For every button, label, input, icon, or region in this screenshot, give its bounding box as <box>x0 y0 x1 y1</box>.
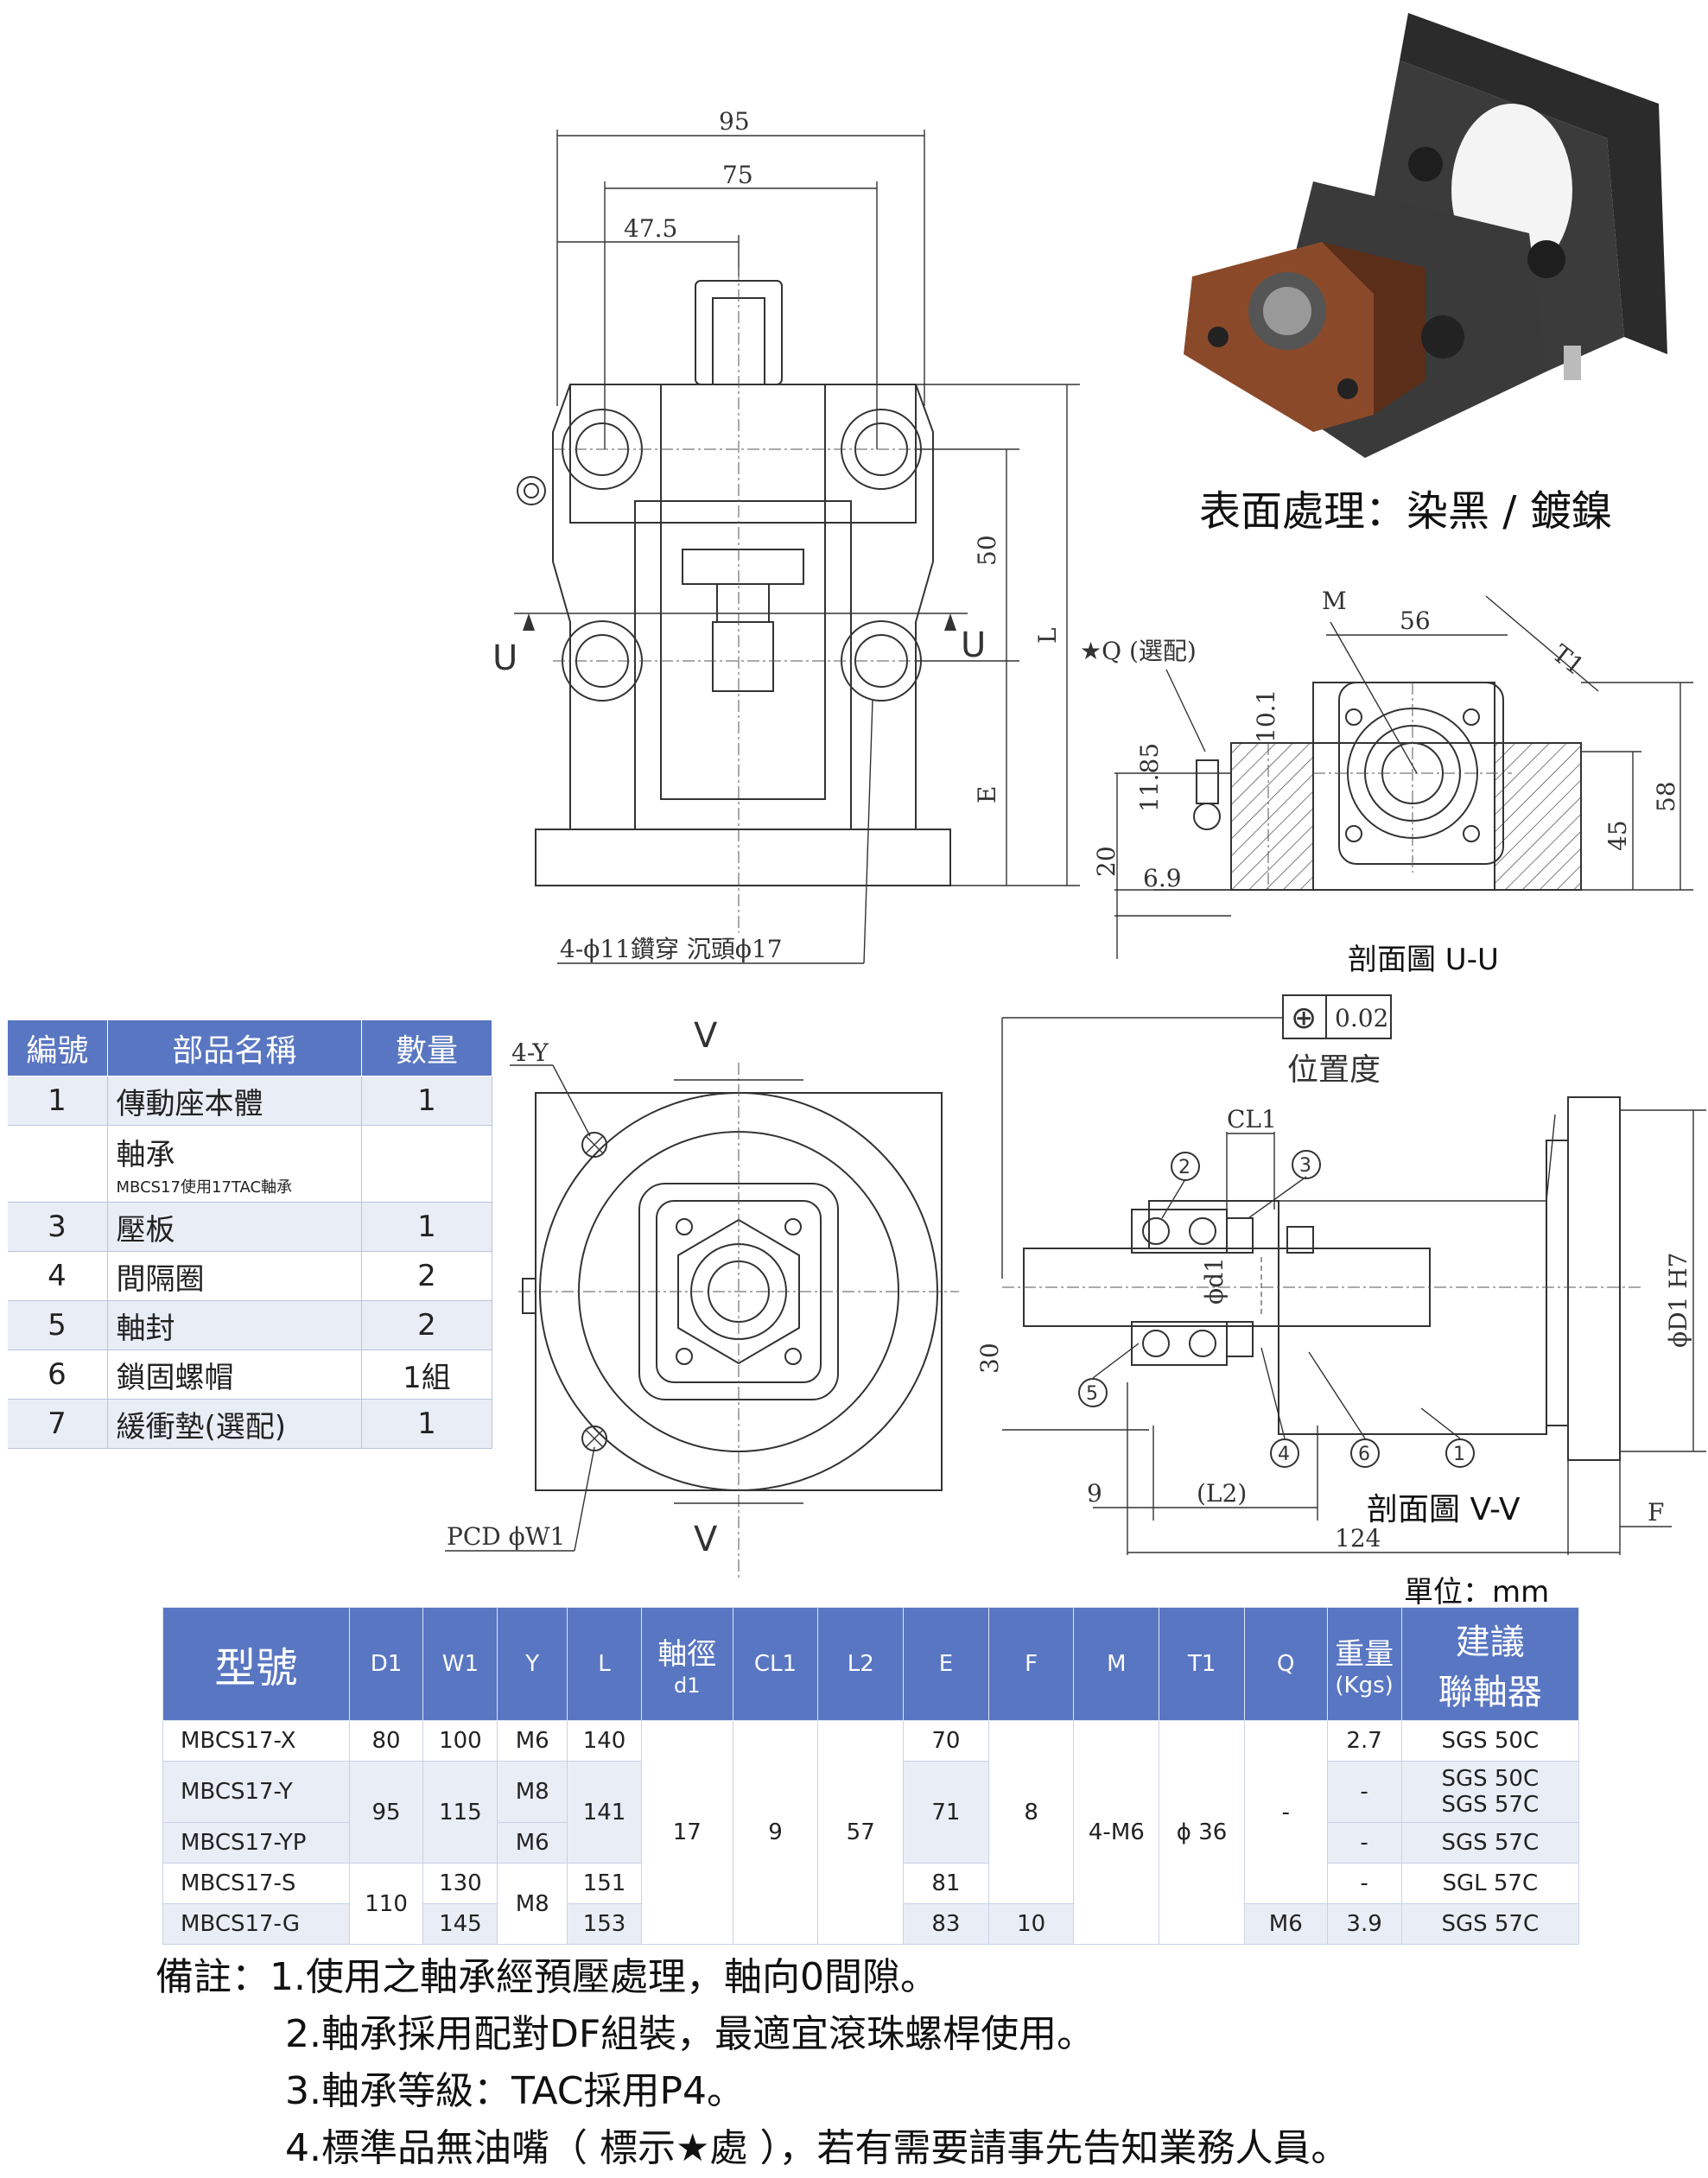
table-row: 4 間隔圈 2 <box>7 1251 492 1301</box>
balloon-4: 4 <box>1260 1347 1299 1468</box>
spec-header-model: 型號 <box>162 1607 350 1721</box>
note-item: 2.軸承採用配對DF組裝，最適宜滾珠螺桿使用。 <box>285 2012 1095 2056</box>
top-view-drawing: V V 4-Y PCD ϕW1 <box>445 1016 959 1581</box>
spec-header-weight: 重量(Kgs) <box>1326 1607 1402 1721</box>
dim-l2: (L2) <box>1197 1479 1247 1508</box>
spec-header-y: Y <box>497 1607 568 1721</box>
table-row: MBCS17-S 110 130 M8 151 81 - SGL 57C <box>162 1863 1580 1945</box>
dim-30: 30 <box>975 1343 1004 1374</box>
dim-58: 58 <box>1652 781 1680 812</box>
dim-20: 20 <box>1092 846 1121 877</box>
dim-47-5: 47.5 <box>624 214 677 243</box>
balloon-3: 3 <box>1248 1150 1321 1219</box>
table-row: 1 傳動座本體 1 <box>7 1076 492 1126</box>
dim-10-1: 10.1 <box>1252 689 1280 743</box>
dim-124: 124 <box>1335 1524 1381 1553</box>
table-row: 7 緩衝墊(選配) 1 <box>7 1399 492 1449</box>
spec-header-coupling: 建議聯軸器 <box>1400 1607 1580 1721</box>
svg-text:3: 3 <box>1299 1155 1311 1177</box>
parts-header-name: 部品名稱 <box>106 1019 362 1076</box>
note-item: 3.軸承等級：TAC採用P4。 <box>285 2069 746 2113</box>
spec-header-l: L <box>567 1607 642 1721</box>
section-mark-v-top: V <box>694 1016 718 1056</box>
dim-cl1: CL1 <box>1227 1105 1277 1133</box>
section-mark-u-right: U <box>961 625 986 665</box>
note-item: 4.標準品無油嘴（ 標示★處 ），若有需要請事先告知業務人員。 <box>285 2126 1349 2170</box>
table-row: 6 鎖固螺帽 1組 <box>7 1349 492 1400</box>
dim-50: 50 <box>973 535 1001 566</box>
parts-header-no: 編號 <box>7 1019 108 1076</box>
balloon-2: 2 <box>1161 1152 1200 1219</box>
note-item: 1.使用之軸承經預壓處理，軸向0間隙。 <box>270 1955 938 1999</box>
svg-text:1: 1 <box>1453 1444 1465 1465</box>
q-optional-note: ★Q (選配) <box>1080 637 1197 665</box>
spec-header-e: E <box>903 1607 989 1721</box>
dim-E: E <box>973 786 1001 803</box>
front-view-drawing: 95 75 47.5 U U 50 L E 4-ϕ11鑽穿 沉頭ϕ17 <box>492 107 1080 964</box>
section-uu-drawing: 56 M T1 ★Q (選配) 20 11.85 10.1 6.9 45 58 <box>1080 587 1693 959</box>
section-mark-u-left: U <box>492 638 517 678</box>
dim-L: L <box>1033 627 1062 644</box>
dim-9: 9 <box>1087 1479 1102 1508</box>
table-row: MBCS17-X 80 100 M6 140 17 9 57 70 8 4-M6… <box>162 1720 1580 1945</box>
dim-d1-h7: ϕD1 H7 <box>1664 1253 1692 1348</box>
table-row: MBCS17-G 145 153 83 10 M6 3.9 SGS 57C <box>162 1903 1580 1945</box>
table-row: 3 壓板 1 <box>7 1202 492 1252</box>
balloon-1: 1 <box>1420 1407 1475 1468</box>
svg-text:5: 5 <box>1086 1383 1098 1405</box>
section-uu-title: 剖面圖 U-U <box>1348 943 1499 977</box>
dim-T1: T1 <box>1547 639 1590 681</box>
tolerance-symbol: ⊕ <box>1291 1000 1317 1036</box>
spec-header-cl1: CL1 <box>732 1607 819 1721</box>
dim-95: 95 <box>719 107 750 136</box>
dim-f: F <box>1648 1498 1664 1527</box>
spec-header-m: M <box>1073 1607 1160 1721</box>
spec-header-w1: W1 <box>422 1607 498 1721</box>
notes: 備註：1.使用之軸承經預壓處理，軸向0間隙。 2.軸承採用配對DF組裝，最適宜滾… <box>156 1949 1349 2177</box>
spec-header-t1: T1 <box>1159 1607 1245 1721</box>
spec-header-d1: D1 <box>348 1607 424 1721</box>
svg-text:4: 4 <box>1278 1444 1290 1465</box>
spec-header-f: F <box>987 1607 1075 1721</box>
spec-header-q: Q <box>1243 1607 1328 1721</box>
notes-prefix: 備註： <box>156 1955 270 1999</box>
dim-6-9: 6.9 <box>1143 864 1182 892</box>
section-vv-drawing: ⊕ 0.02 位置度 CL1 ϕd1 ϕD1 H7 30 9 (L2) 124 … <box>975 994 1706 1555</box>
dim-11-85: 11.85 <box>1135 743 1164 812</box>
label-pcd: PCD ϕW1 <box>447 1522 565 1551</box>
label-4-y: 4-Y <box>511 1038 549 1067</box>
spec-header-l2: L2 <box>817 1607 905 1721</box>
tolerance-value: 0.02 <box>1335 1004 1388 1032</box>
unit-label: 單位：mm <box>1404 1575 1550 1610</box>
dim-M: M <box>1322 587 1347 615</box>
dim-56: 56 <box>1400 606 1431 635</box>
surface-treatment-caption: 表面處理：染黑 / 鍍鎳 <box>1199 487 1613 536</box>
table-row: 5 軸封 2 <box>7 1300 492 1350</box>
table-row: MBCS17-YP M6 - SGS 57C <box>162 1822 1580 1864</box>
tolerance-label: 位置度 <box>1287 1052 1381 1088</box>
svg-text:2: 2 <box>1178 1157 1191 1178</box>
svg-text:6: 6 <box>1358 1444 1370 1465</box>
balloon-5: 5 <box>1078 1343 1140 1407</box>
dim-d1: ϕd1 <box>1200 1257 1229 1305</box>
dim-45: 45 <box>1603 820 1632 851</box>
section-mark-v-bottom: V <box>694 1520 718 1559</box>
section-vv-title: 剖面圖 V-V <box>1367 1492 1521 1527</box>
parts-header-qty: 數量 <box>361 1019 492 1076</box>
hole-note: 4-ϕ11鑽穿 沉頭ϕ17 <box>560 935 783 963</box>
dim-75: 75 <box>722 161 753 189</box>
balloon-6: 6 <box>1308 1351 1380 1468</box>
product-photo <box>1184 13 1667 458</box>
